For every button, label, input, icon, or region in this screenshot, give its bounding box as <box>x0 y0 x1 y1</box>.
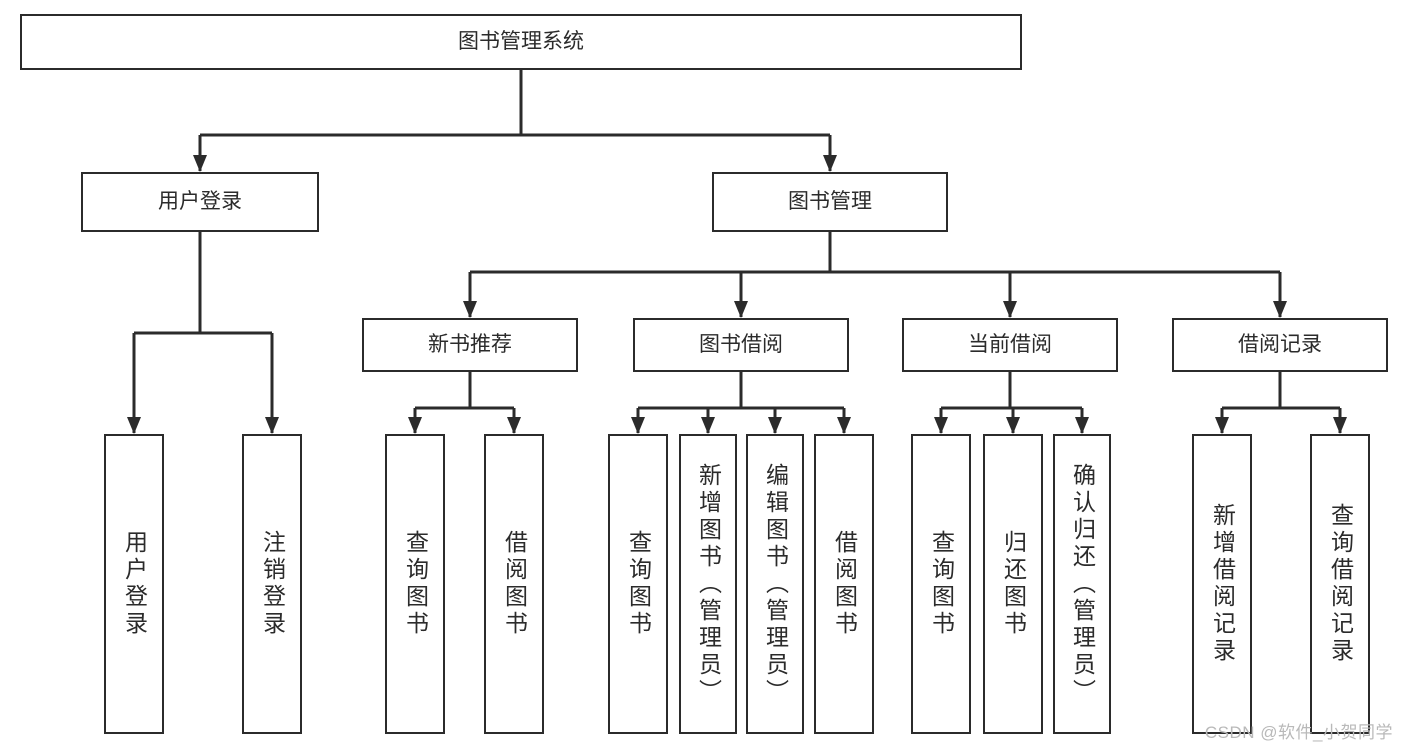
node-label-current-borrow: 当前借阅 <box>968 332 1052 356</box>
node-leaf-query-2[interactable]: 查询图书 <box>608 434 668 734</box>
node-new-book-rec[interactable]: 新书推荐 <box>362 318 578 372</box>
node-leaf-logout[interactable]: 注销登录 <box>242 434 302 734</box>
node-label-root: 图书管理系统 <box>458 29 584 53</box>
node-user-login[interactable]: 用户登录 <box>81 172 319 232</box>
node-label-user-login: 用户登录 <box>158 189 242 213</box>
node-leaf-return[interactable]: 归还图书 <box>983 434 1043 734</box>
node-current-borrow[interactable]: 当前借阅 <box>902 318 1118 372</box>
node-leaf-confirm[interactable]: 确认归还（管理员） <box>1053 434 1111 734</box>
node-leaf-query-1[interactable]: 查询图书 <box>385 434 445 734</box>
node-label-new-book-rec: 新书推荐 <box>428 332 512 356</box>
node-label-book-borrow: 图书借阅 <box>699 332 783 356</box>
node-label-leaf-borrow-1: 借阅图书 <box>501 530 528 638</box>
node-leaf-query-rec[interactable]: 查询借阅记录 <box>1310 434 1370 734</box>
node-label-leaf-query-1: 查询图书 <box>402 530 429 638</box>
node-borrow-record[interactable]: 借阅记录 <box>1172 318 1388 372</box>
node-label-leaf-borrow-2: 借阅图书 <box>831 530 858 638</box>
node-label-leaf-query-3: 查询图书 <box>928 530 955 638</box>
node-leaf-user-login[interactable]: 用户登录 <box>104 434 164 734</box>
node-label-leaf-query-2: 查询图书 <box>625 530 652 638</box>
node-label-leaf-edit-book: 编辑图书（管理员） <box>762 462 789 706</box>
node-label-leaf-query-rec: 查询借阅记录 <box>1327 503 1354 665</box>
node-root[interactable]: 图书管理系统 <box>20 14 1022 70</box>
node-label-leaf-user-login: 用户登录 <box>121 530 148 638</box>
node-label-book-manage: 图书管理 <box>788 189 872 213</box>
node-leaf-borrow-2[interactable]: 借阅图书 <box>814 434 874 734</box>
node-leaf-add-rec[interactable]: 新增借阅记录 <box>1192 434 1252 734</box>
node-leaf-borrow-1[interactable]: 借阅图书 <box>484 434 544 734</box>
node-book-borrow[interactable]: 图书借阅 <box>633 318 849 372</box>
node-book-manage[interactable]: 图书管理 <box>712 172 948 232</box>
node-label-leaf-confirm: 确认归还（管理员） <box>1069 462 1096 706</box>
node-label-borrow-record: 借阅记录 <box>1238 332 1322 356</box>
node-leaf-add-book[interactable]: 新增图书（管理员） <box>679 434 737 734</box>
node-leaf-query-3[interactable]: 查询图书 <box>911 434 971 734</box>
node-label-leaf-add-book: 新增图书（管理员） <box>695 462 722 706</box>
node-leaf-edit-book[interactable]: 编辑图书（管理员） <box>746 434 804 734</box>
watermark: CSDN @软件_小贺同学 <box>1204 723 1393 742</box>
node-label-leaf-return: 归还图书 <box>1000 530 1027 638</box>
node-label-leaf-logout: 注销登录 <box>259 530 286 638</box>
node-label-leaf-add-rec: 新增借阅记录 <box>1209 503 1236 665</box>
